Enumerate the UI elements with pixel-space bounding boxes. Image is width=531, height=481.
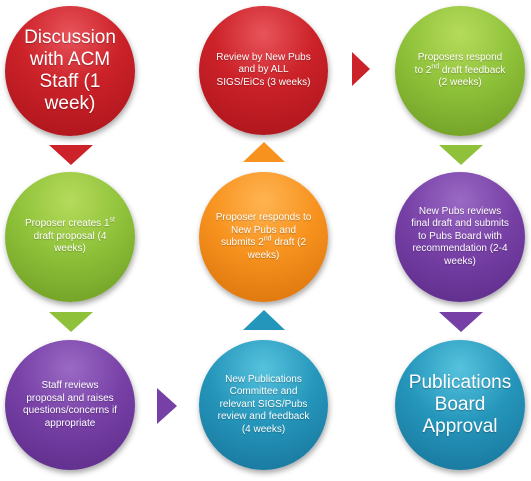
step-approval-label: Publications Board Approval bbox=[408, 372, 512, 437]
arrow-down-icon bbox=[49, 312, 93, 332]
arrow-right-icon bbox=[352, 52, 370, 86]
arrow-down-icon bbox=[439, 312, 483, 332]
step-discussion-acm-staff: Discussion with ACM Staff (1 week) bbox=[5, 6, 135, 136]
arrow-up-icon bbox=[243, 142, 285, 162]
step-proposer-responds-submits: Proposer responds to New Pubs and submit… bbox=[199, 172, 328, 302]
step-review-new-pubs-label: Review by New Pubs and by ALL SIGS/EiCs … bbox=[216, 51, 311, 88]
step-proposer-creates-label: Proposer creates 1st draft proposal (4 w… bbox=[25, 216, 115, 255]
step-publications-board-approval: Publications Board Approval bbox=[395, 340, 525, 470]
step-staff-reviews: Staff reviews proposal and raises questi… bbox=[5, 340, 135, 470]
step-new-pubs-final-label: New Pubs reviews final draft and submits… bbox=[411, 205, 509, 267]
step-proposers-respond-label: Proposers respond to 2nd draft feedback … bbox=[414, 52, 506, 89]
step-proposer-responds-label: Proposer responds to New Pubs and submit… bbox=[215, 212, 312, 261]
step-review-new-pubs-sigs: Review by New Pubs and by ALL SIGS/EiCs … bbox=[199, 6, 328, 135]
arrow-up-icon bbox=[243, 310, 285, 330]
step-proposers-respond: Proposers respond to 2nd draft feedback … bbox=[395, 6, 525, 136]
arrow-down-icon bbox=[439, 145, 483, 165]
arrow-right-icon bbox=[157, 388, 177, 424]
step-committee-review: New Publications Committee and relevant … bbox=[199, 340, 328, 470]
arrow-down-icon bbox=[49, 145, 93, 165]
step-staff-reviews-label: Staff reviews proposal and raises questi… bbox=[23, 380, 117, 429]
step-discussion-label: Discussion with ACM Staff (1 week) bbox=[24, 27, 116, 114]
step-new-pubs-final-review: New Pubs reviews final draft and submits… bbox=[395, 172, 525, 302]
step-committee-review-label: New Publications Committee and relevant … bbox=[217, 373, 310, 435]
step-proposer-creates-draft: Proposer creates 1st draft proposal (4 w… bbox=[5, 172, 135, 302]
